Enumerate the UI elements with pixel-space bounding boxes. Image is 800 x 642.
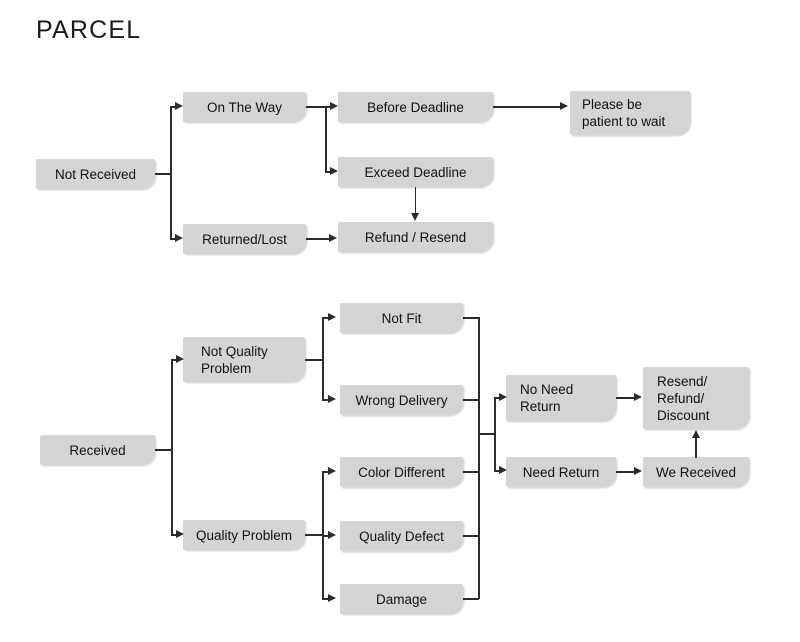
node-returned-lost[interactable]: Returned/Lost [183,224,306,254]
node-received[interactable]: Received [40,435,155,465]
edge-to-need-return [494,470,500,472]
node-not-quality-problem[interactable]: Not Quality Problem [183,337,305,382]
arrowhead-damage [328,594,336,602]
arrowhead-not-fit [328,313,336,321]
node-no-need-return[interactable]: No Need Return [506,375,616,421]
edge-to-color-different [322,471,329,473]
arrowhead-quality-defect [328,531,336,539]
arrowhead-not-quality-problem [176,355,184,363]
edge-converge-stem [478,433,495,435]
node-exceed-deadline[interactable]: Exceed Deadline [338,157,493,187]
edge-to-quality-problem [171,534,177,536]
node-not-received[interactable]: Not Received [36,159,155,189]
arrowhead-quality-problem [176,530,184,538]
node-we-received[interactable]: We Received [643,457,749,487]
node-quality-defect[interactable]: Quality Defect [340,521,463,551]
edge-quality-defect-out [463,535,479,537]
arrowhead-resend-refund-discount-up [691,430,700,438]
node-not-fit[interactable]: Not Fit [340,303,463,333]
edge-to-damage [322,598,329,600]
edge-no-need-return-to-resend [616,397,635,399]
edge-quality-problem-stem [305,534,323,536]
arrowhead-color-different [328,467,336,475]
arrowhead-refund-resend [329,234,337,242]
edge-on-the-way-stem [306,106,326,108]
node-wrong-delivery[interactable]: Wrong Delivery [340,385,463,415]
edge-to-exceed-deadline [325,171,331,173]
edge-on-the-way-bus [325,106,327,172]
arrowhead-before-deadline [330,102,338,110]
edge-return-split-bus [494,398,496,471]
node-need-return[interactable]: Need Return [506,457,616,487]
edge-not-quality-stem [305,359,323,361]
edge-to-before-deadline [325,106,331,108]
node-on-the-way[interactable]: On The Way [183,92,306,122]
arrowhead-returned-lost [175,234,183,242]
edge-to-wrong-delivery [322,399,329,401]
edge-to-quality-defect [322,535,329,537]
edge-to-not-fit [322,317,329,319]
arrowhead-exceed-deadline [330,167,338,175]
arrowhead-refund-resend-down [411,213,419,221]
edge-not-received-bus [170,107,172,240]
node-resend-refund-discount[interactable]: Resend/ Refund/ Discount [643,367,749,429]
edge-not-fit-out [463,317,479,319]
node-damage[interactable]: Damage [340,584,463,614]
edge-we-received-to-resend-up [695,437,697,458]
node-quality-problem[interactable]: Quality Problem [183,520,305,550]
edge-exceed-to-refund [414,187,417,214]
node-color-different[interactable]: Color Different [340,457,463,487]
page-title: PARCEL [36,16,142,44]
node-refund-resend[interactable]: Refund / Resend [338,222,493,252]
edge-received-bus [171,360,173,536]
node-please-be-patient[interactable]: Please be patient to wait [570,91,690,135]
edge-quality-problem-bus [322,471,324,599]
edge-color-different-out [463,471,479,473]
edge-to-returned-lost [170,238,176,240]
arrowhead-no-need-return [499,393,507,401]
edge-not-quality-bus [322,317,324,400]
edge-damage-out [463,598,479,600]
edge-wrong-delivery-out [463,399,479,401]
arrowhead-wrong-delivery [328,395,336,403]
edge-before-deadline-to-patient [493,106,561,108]
edge-not-received-stem [155,173,171,175]
edge-middle-converge-bus [478,317,480,599]
arrowhead-please-be-patient [560,102,568,110]
edge-need-return-to-we-received [616,471,635,473]
node-before-deadline[interactable]: Before Deadline [338,92,493,122]
arrowhead-on-the-way [175,102,183,110]
edge-received-stem [155,449,172,451]
arrowhead-need-return [499,466,507,474]
edge-returned-lost-to-refund [306,238,330,240]
edge-to-on-the-way [170,106,176,108]
arrowhead-resend-refund-discount [634,393,642,401]
edge-to-no-need-return [494,397,500,399]
edge-to-not-quality-problem [171,359,177,361]
arrowhead-we-received [634,467,642,475]
